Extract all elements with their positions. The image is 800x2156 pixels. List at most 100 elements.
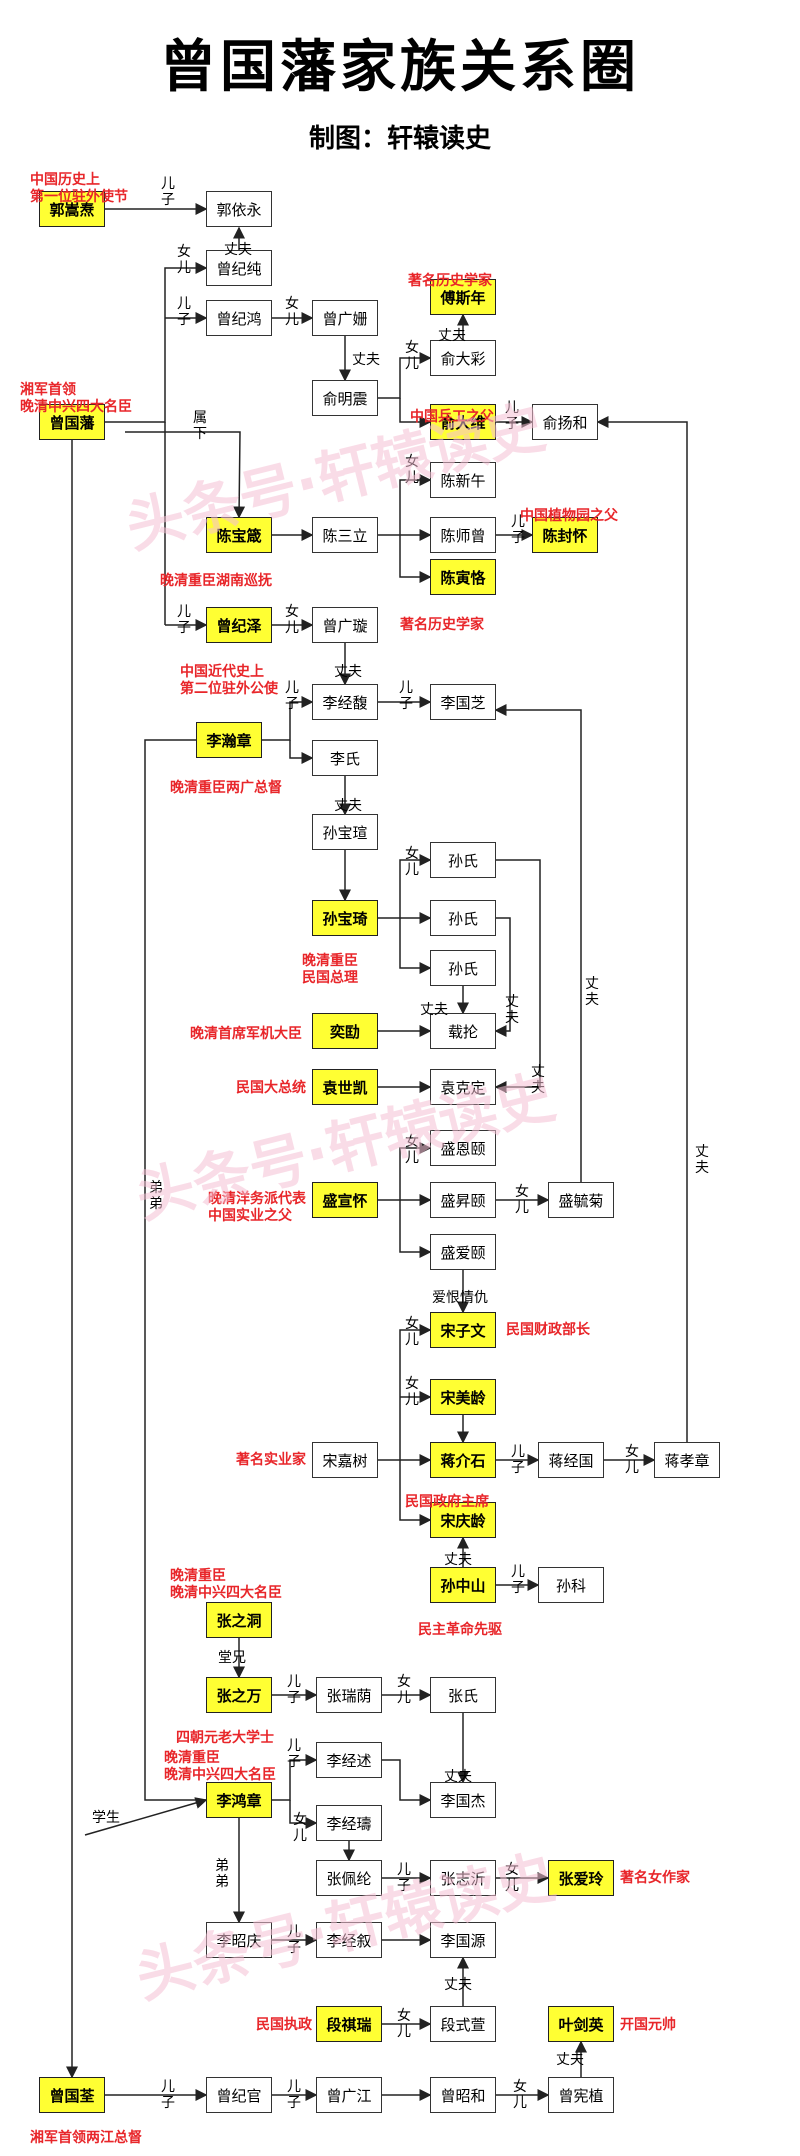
relation-label-husband: 丈夫 (438, 328, 466, 344)
note-yuanshikai: 民国大总统 (236, 1080, 306, 1096)
relation-label-cousin: 堂兄 (218, 1650, 246, 1666)
person-sunshi1: 孙氏 (430, 842, 496, 878)
person-lishi: 李氏 (312, 740, 378, 776)
relation-label-son: 儿 子 (285, 680, 299, 712)
page-title: 曾国藩家族关系圈 (160, 35, 640, 100)
person-sunke: 孙科 (538, 1567, 604, 1603)
person-duanshixuan: 段式萱 (430, 2006, 496, 2042)
person-zhangzhiyi: 张志沂 (430, 1860, 496, 1896)
person-zhangshi: 张氏 (430, 1677, 496, 1713)
person-sunshi2: 孙氏 (430, 900, 496, 936)
relation-label-son: 儿 子 (177, 604, 191, 636)
person-zengguangjiang: 曾广江 (316, 2077, 382, 2113)
person-zhangpeilun: 张佩纶 (316, 1860, 382, 1896)
note-zengguofan: 湘军首领 晚清中兴四大名臣 (20, 382, 132, 415)
note-zhangzhiwan: 四朝元老大学士 (176, 1730, 274, 1746)
relation-label-son: 儿 子 (511, 1444, 525, 1476)
person-zengguofan: 曾国藩 (39, 404, 105, 440)
person-lihanzhang: 李瀚章 (196, 722, 262, 758)
person-yuyanghe: 俞扬和 (532, 404, 598, 440)
person-sunzhongshan: 孙中山 (430, 1567, 496, 1603)
person-jiangxiaozhang: 蒋孝章 (654, 1442, 720, 1478)
person-sunbaoqi: 孙宝琦 (312, 900, 378, 936)
person-zengzhaohe: 曾昭和 (430, 2077, 496, 2113)
relation-label-daughter: 女 儿 (405, 340, 419, 372)
relation-label-son: 儿 子 (399, 680, 413, 712)
relation-label-student: 学生 (92, 1810, 120, 1826)
relation-label-husband: 丈夫 (444, 1552, 472, 1568)
person-liguojie: 李国杰 (430, 1782, 496, 1818)
person-lijingshou: 李经璹 (316, 1805, 382, 1841)
note-songziwen: 民国财政部长 (506, 1322, 590, 1338)
person-yikuang: 奕劻 (312, 1013, 378, 1049)
person-zengjize: 曾纪泽 (206, 607, 272, 643)
person-zengjichun: 曾纪纯 (206, 250, 272, 286)
relation-label-daughter: 女 儿 (397, 1674, 411, 1706)
note-zhangailing: 著名女作家 (620, 1870, 690, 1886)
person-songqingling: 宋庆龄 (430, 1502, 496, 1538)
relation-label-daughter: 女 儿 (505, 1862, 519, 1894)
connector (262, 696, 314, 741)
person-chensanli: 陈三立 (312, 517, 378, 553)
connector (399, 918, 432, 974)
relation-label-son: 儿 子 (397, 1862, 411, 1894)
relation-label-daughter: 女 儿 (405, 846, 419, 878)
person-chenyinke: 陈寅恪 (430, 559, 496, 595)
person-chenfenghuai: 陈封怀 (532, 517, 598, 553)
person-shengxuanhuai: 盛宣怀 (312, 1182, 378, 1218)
person-songmeiling: 宋美龄 (430, 1379, 496, 1415)
connector (105, 262, 208, 423)
person-sunbaoxuan: 孙宝瑄 (312, 814, 378, 850)
relation-label-husband: 丈 夫 (505, 994, 519, 1026)
person-sunshi3: 孙氏 (430, 950, 496, 986)
relation-label-husband: 丈夫 (444, 1769, 472, 1785)
person-guoyiyong: 郭依永 (206, 191, 272, 227)
connector (84, 1797, 208, 1836)
person-zhangzhidong: 张之洞 (206, 1602, 272, 1638)
note-zhangzhidong: 晚清重臣 晚清中兴四大名臣 (170, 1568, 282, 1601)
relation-label-son: 儿 子 (287, 2079, 301, 2111)
note-songjiashu: 著名实业家 (236, 1452, 306, 1468)
connector (399, 1200, 432, 1258)
person-zhangruiyin: 张瑞荫 (316, 1677, 382, 1713)
relation-label-daughter: 女 儿 (513, 2079, 527, 2111)
relation-label-son: 儿 子 (505, 400, 519, 432)
relation-label-husband: 丈夫 (444, 1977, 472, 1993)
person-shengaiyi: 盛爱颐 (430, 1234, 496, 1270)
person-shengenyi: 盛恩颐 (430, 1130, 496, 1166)
connector (399, 1460, 432, 1526)
relation-label-husband: 丈 夫 (531, 1064, 545, 1096)
connector (289, 740, 314, 764)
person-yudacai: 俞大彩 (430, 340, 496, 376)
relation-label-son: 儿 子 (161, 2079, 175, 2111)
note-duanqirui: 民国执政 (256, 2017, 312, 2033)
person-yudawei: 俞大维 (430, 404, 496, 440)
person-liguozhi: 李国芝 (430, 684, 496, 720)
note-yejianying: 开国元帅 (620, 2017, 676, 2033)
relation-label-husband: 丈夫 (334, 798, 362, 814)
person-zengjihong: 曾纪鸿 (206, 300, 272, 336)
relation-label-son: 儿 子 (287, 1738, 301, 1770)
person-lijingfu: 李经馥 (312, 684, 378, 720)
person-jiangjingguo: 蒋经国 (538, 1442, 604, 1478)
person-chenbaozhen: 陈宝箴 (206, 517, 272, 553)
relation-label-son: 儿 子 (161, 176, 175, 208)
person-chenshizeng: 陈师曾 (430, 517, 496, 553)
note-sunzhongshan: 民主革命先驱 (418, 1622, 502, 1638)
connector (399, 398, 432, 428)
person-zengxianzhi: 曾宪植 (548, 2077, 614, 2113)
note-chenbaozhen: 晚清重臣湖南巡抚 (160, 573, 272, 589)
connector (494, 704, 582, 1182)
person-lihongzhang: 李鸿章 (206, 1782, 272, 1818)
relation-label-son: 儿 子 (511, 514, 525, 546)
connector (125, 431, 246, 519)
relation-label-daughter: 女 儿 (405, 1376, 419, 1408)
relation-label-brother: 弟 弟 (149, 1180, 163, 1212)
connector (144, 739, 206, 1801)
connector (378, 352, 432, 399)
person-yuanshikai: 袁世凯 (312, 1069, 378, 1105)
connector (378, 1324, 432, 1461)
relation-label-husband: 丈夫 (420, 1002, 448, 1018)
connector (272, 1754, 318, 1801)
